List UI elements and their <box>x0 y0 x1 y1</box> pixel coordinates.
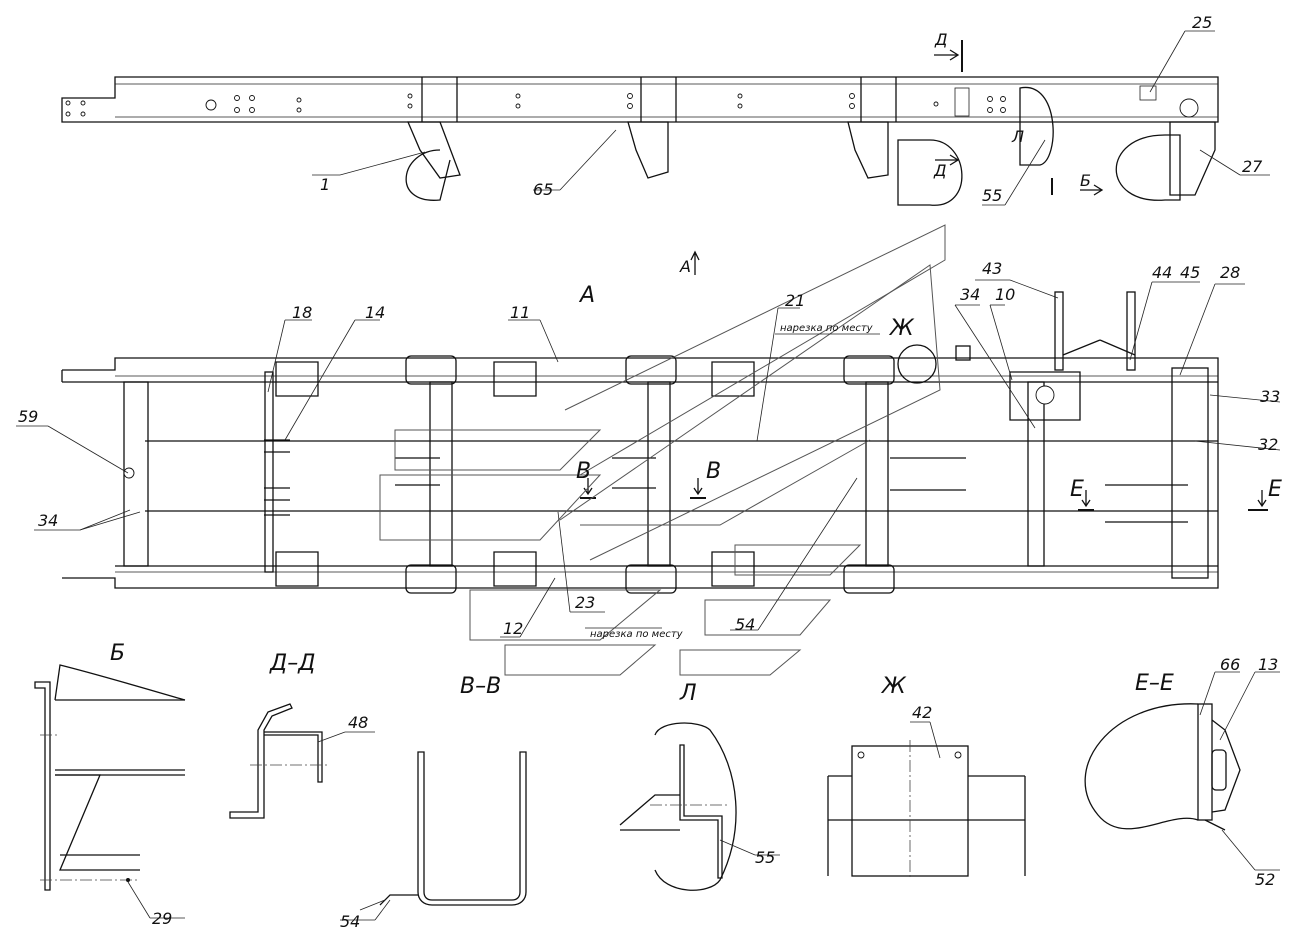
detail-d-d <box>229 703 375 819</box>
callout-52: 52 <box>1255 870 1275 889</box>
callout-55-top: 55 <box>982 186 1002 205</box>
section-marker-e-left: Е <box>1070 477 1084 502</box>
callout-43: 43 <box>982 259 1002 278</box>
callout-25: 25 <box>1192 13 1212 32</box>
detail-v-v <box>359 751 527 911</box>
cut-note-upper: нарезка по месту <box>780 323 874 334</box>
callout-45: 45 <box>1180 263 1200 282</box>
detail-e-e <box>1084 671 1280 871</box>
callout-65: 65 <box>533 180 553 199</box>
section-marker-d-lower: Д <box>933 161 947 180</box>
detail-zh <box>827 721 1026 880</box>
view-label-l: Л <box>679 681 697 706</box>
section-marker-v-left: В <box>576 459 591 484</box>
cut-note-lower: нарезка по месту <box>590 629 684 640</box>
section-marker-d-upper: Д <box>934 30 948 49</box>
callout-13: 13 <box>1258 655 1278 674</box>
view-label-e-e: Е–Е <box>1135 671 1174 696</box>
callout-66: 66 <box>1220 655 1240 674</box>
callout-48: 48 <box>348 713 368 732</box>
callout-34-left: 34 <box>38 511 58 530</box>
view-label-d-d: Д–Д <box>269 651 315 676</box>
detail-b <box>34 664 186 891</box>
callout-54-detail: 54 <box>340 912 360 931</box>
section-marker-v-right: В <box>706 459 721 484</box>
callout-1: 1 <box>320 175 330 194</box>
side-view-frame <box>61 40 1219 206</box>
callout-11: 11 <box>510 303 530 322</box>
callout-14: 14 <box>365 303 385 322</box>
callout-18: 18 <box>292 303 312 322</box>
callout-32: 32 <box>1258 435 1278 454</box>
view-marker-b: Б <box>1080 171 1091 190</box>
callout-54-main: 54 <box>735 615 755 634</box>
callout-12: 12 <box>503 619 523 638</box>
cut-layout-overlay <box>379 224 946 676</box>
callout-10: 10 <box>995 285 1015 304</box>
view-marker-zh: Ж <box>888 316 915 341</box>
callout-21: 21 <box>785 291 805 310</box>
callout-59: 59 <box>18 407 38 426</box>
callout-55-detail: 55 <box>755 848 775 867</box>
view-arrow-a: А <box>679 257 691 276</box>
callout-42: 42 <box>912 703 932 722</box>
callout-34-top: 34 <box>960 285 980 304</box>
plan-view-frame <box>61 291 1268 594</box>
callout-27: 27 <box>1242 157 1263 176</box>
view-label-b: Б <box>110 641 125 666</box>
view-label-a: А <box>578 283 595 308</box>
callout-28: 28 <box>1220 263 1240 282</box>
section-marker-e-right: Е <box>1268 477 1282 502</box>
detail-l <box>619 722 780 891</box>
callout-29: 29 <box>152 909 172 928</box>
view-label-v-v: В–В <box>460 674 501 699</box>
callout-23: 23 <box>575 593 595 612</box>
view-label-zh: Ж <box>880 674 907 699</box>
callout-44: 44 <box>1152 263 1172 282</box>
callout-33: 33 <box>1260 387 1280 406</box>
view-marker-l-small: Л <box>1011 127 1024 146</box>
